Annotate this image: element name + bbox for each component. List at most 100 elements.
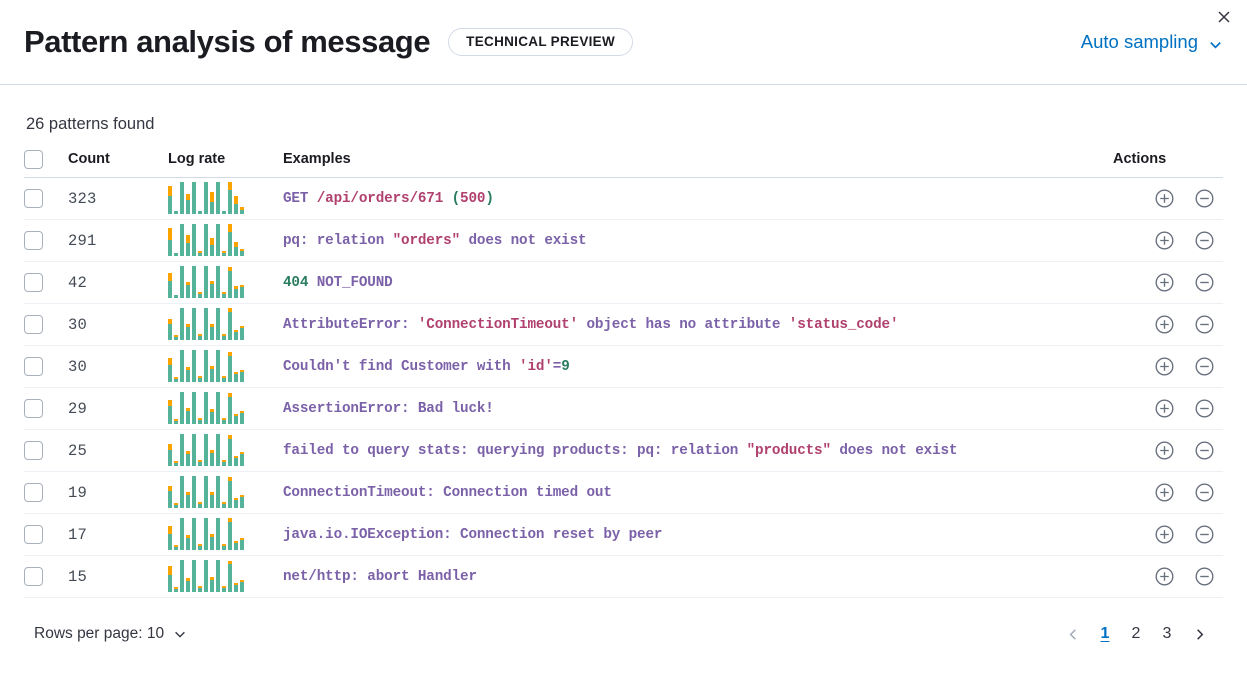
- minus-in-circle-icon[interactable]: [1191, 564, 1217, 590]
- table-row[interactable]: 29 AssertionError: Bad luck!: [24, 387, 1223, 430]
- plus-in-circle-icon[interactable]: [1151, 312, 1177, 338]
- patterns-body: 26 patterns found Count Log rate Example…: [0, 85, 1247, 648]
- minus-in-circle-icon[interactable]: [1191, 438, 1217, 464]
- row-actions: [1113, 555, 1223, 598]
- row-select-cell: [24, 555, 68, 598]
- table-header-row: Count Log rate Examples Actions: [24, 150, 1223, 178]
- minus-in-circle-icon[interactable]: [1191, 522, 1217, 548]
- technical-preview-badge: TECHNICAL PREVIEW: [448, 27, 634, 57]
- row-actions: [1113, 219, 1223, 262]
- close-icon[interactable]: [1209, 2, 1239, 32]
- row-example-message: AttributeError: 'ConnectionTimeout' obje…: [283, 303, 1113, 346]
- plus-in-circle-icon[interactable]: [1151, 522, 1177, 548]
- minus-in-circle-icon[interactable]: [1191, 354, 1217, 380]
- row-actions: [1113, 261, 1223, 304]
- page-number-3[interactable]: 3: [1162, 625, 1172, 642]
- plus-in-circle-icon[interactable]: [1151, 228, 1177, 254]
- minus-in-circle-icon[interactable]: [1191, 480, 1217, 506]
- row-log-rate-sparkline: [168, 177, 283, 220]
- plus-in-circle-icon[interactable]: [1151, 270, 1177, 296]
- row-count: 25: [68, 429, 168, 472]
- row-count: 323: [68, 177, 168, 220]
- chevron-down-icon: [173, 627, 188, 642]
- row-example-message: 404 NOT_FOUND: [283, 261, 1113, 304]
- row-example-message: java.io.IOException: Connection reset by…: [283, 513, 1113, 556]
- row-checkbox[interactable]: [24, 273, 43, 292]
- table-row[interactable]: 291 pq: relation "orders" does not exist: [24, 219, 1223, 262]
- row-count: 291: [68, 219, 168, 262]
- row-count: 42: [68, 261, 168, 304]
- column-header-count: Count: [68, 150, 168, 178]
- select-all-checkbox[interactable]: [24, 150, 43, 169]
- row-select-cell: [24, 471, 68, 514]
- page-number-1[interactable]: 1: [1100, 625, 1110, 642]
- page-title: Pattern analysis of message: [24, 24, 431, 59]
- table-row[interactable]: 42 404 NOT_FOUND: [24, 261, 1223, 304]
- row-checkbox[interactable]: [24, 357, 43, 376]
- row-checkbox[interactable]: [24, 315, 43, 334]
- table-row[interactable]: 323 GET /api/orders/671 (500): [24, 177, 1223, 220]
- row-log-rate-sparkline: [168, 555, 283, 598]
- flyout-header: Pattern analysis of message TECHNICAL PR…: [0, 0, 1247, 85]
- row-count: 30: [68, 345, 168, 388]
- minus-in-circle-icon[interactable]: [1191, 396, 1217, 422]
- chevron-right-icon[interactable]: [1185, 620, 1213, 648]
- row-count: 29: [68, 387, 168, 430]
- minus-in-circle-icon[interactable]: [1191, 186, 1217, 212]
- row-log-rate-sparkline: [168, 261, 283, 304]
- page-number-2[interactable]: 2: [1131, 625, 1141, 642]
- row-actions: [1113, 429, 1223, 472]
- row-actions: [1113, 513, 1223, 556]
- auto-sampling-selector[interactable]: Auto sampling: [1081, 31, 1223, 53]
- row-count: 15: [68, 555, 168, 598]
- row-select-cell: [24, 219, 68, 262]
- chevron-left-icon[interactable]: [1059, 620, 1087, 648]
- chevron-down-icon: [1208, 35, 1223, 50]
- row-log-rate-sparkline: [168, 513, 283, 556]
- row-example-message: failed to query stats: querying products…: [283, 429, 1113, 472]
- row-actions: [1113, 177, 1223, 220]
- row-example-message: GET /api/orders/671 (500): [283, 177, 1113, 220]
- row-example-message: AssertionError: Bad luck!: [283, 387, 1113, 430]
- rows-per-page-selector[interactable]: Rows per page: 10: [34, 625, 188, 643]
- row-checkbox[interactable]: [24, 399, 43, 418]
- row-select-cell: [24, 513, 68, 556]
- row-log-rate-sparkline: [168, 303, 283, 346]
- rows-per-page-label: Rows per page: 10: [34, 625, 165, 642]
- row-select-cell: [24, 387, 68, 430]
- row-select-cell: [24, 429, 68, 472]
- row-log-rate-sparkline: [168, 471, 283, 514]
- plus-in-circle-icon[interactable]: [1151, 186, 1177, 212]
- minus-in-circle-icon[interactable]: [1191, 312, 1217, 338]
- table-row[interactable]: 25 failed to query stats: querying produc…: [24, 429, 1223, 472]
- row-log-rate-sparkline: [168, 219, 283, 262]
- row-checkbox[interactable]: [24, 483, 43, 502]
- row-checkbox[interactable]: [24, 567, 43, 586]
- row-checkbox[interactable]: [24, 525, 43, 544]
- row-actions: [1113, 387, 1223, 430]
- column-header-examples: Examples: [283, 150, 1113, 178]
- plus-in-circle-icon[interactable]: [1151, 354, 1177, 380]
- row-select-cell: [24, 261, 68, 304]
- row-actions: [1113, 471, 1223, 514]
- row-select-cell: [24, 303, 68, 346]
- row-checkbox[interactable]: [24, 441, 43, 460]
- plus-in-circle-icon[interactable]: [1151, 438, 1177, 464]
- row-actions: [1113, 303, 1223, 346]
- plus-in-circle-icon[interactable]: [1151, 396, 1177, 422]
- column-header-log-rate: Log rate: [168, 150, 283, 178]
- plus-in-circle-icon[interactable]: [1151, 480, 1177, 506]
- minus-in-circle-icon[interactable]: [1191, 228, 1217, 254]
- minus-in-circle-icon[interactable]: [1191, 270, 1217, 296]
- plus-in-circle-icon[interactable]: [1151, 564, 1177, 590]
- row-checkbox[interactable]: [24, 189, 43, 208]
- patterns-found-count: 26 patterns found: [26, 115, 155, 133]
- row-example-message: pq: relation "orders" does not exist: [283, 219, 1113, 262]
- row-checkbox[interactable]: [24, 231, 43, 250]
- row-select-cell: [24, 177, 68, 220]
